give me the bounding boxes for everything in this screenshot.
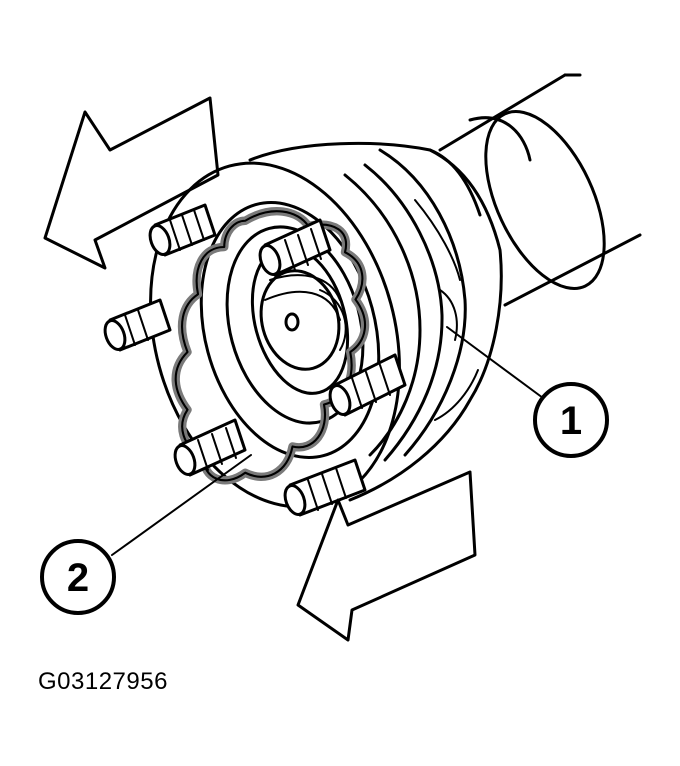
arrow-upper-left <box>43 96 220 270</box>
leader-line-1 <box>446 326 544 399</box>
callout-circle-1 <box>533 382 609 458</box>
stud-4 <box>328 353 407 417</box>
stud-2 <box>258 218 332 277</box>
boot <box>248 141 503 502</box>
callout-label-1: 1 <box>560 399 582 443</box>
center-hub <box>259 269 347 371</box>
stud-3 <box>103 298 172 352</box>
figure-id: G03127956 <box>38 668 168 695</box>
drive-shaft-tube <box>438 73 642 307</box>
leader-line-2 <box>111 454 252 556</box>
stud-5 <box>173 418 247 477</box>
studs <box>103 203 407 517</box>
callout-label-2: 2 <box>67 556 89 600</box>
stud-1 <box>148 203 217 257</box>
arrow-lower-left <box>296 470 477 642</box>
gasket <box>171 207 370 485</box>
stud-6 <box>283 458 367 517</box>
callout-circle-2 <box>40 539 116 615</box>
